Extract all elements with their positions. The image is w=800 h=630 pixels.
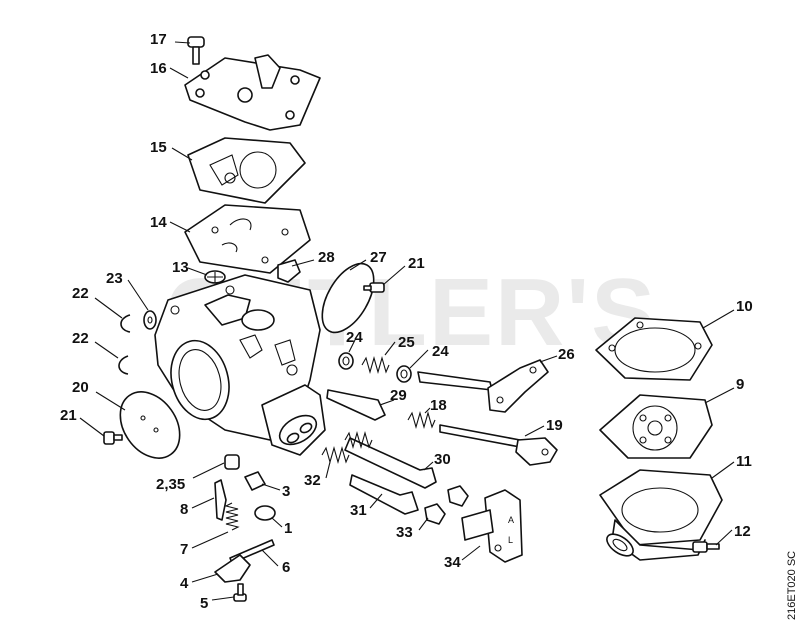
part-24-bushing-2 [396,365,412,383]
part-9-diaphragm [599,394,713,459]
callout-16: 16 [150,60,167,77]
part-13-filter-screen [204,270,226,284]
callout-9: 9 [736,376,744,393]
callout-21-left: 21 [60,407,77,424]
carburetor-body [154,274,326,456]
part-20-choke-plate [119,391,181,459]
callout-19: 19 [546,417,563,434]
lever-mark-l: L [508,535,513,545]
part-21-screw-left [103,431,123,445]
part-26-throttle-shaft [417,359,549,413]
callout-4: 4 [180,575,189,592]
callout-21-top: 21 [408,255,425,272]
part-29-choke-lever [326,389,386,421]
callout-15: 15 [150,139,167,156]
lever-mark-a: A [508,515,514,525]
part-31-adjusting-screw [349,474,419,515]
leader-lines [79,41,735,601]
part-25-spring [361,355,390,375]
callout-23: 23 [106,270,123,287]
callout-26: 26 [558,346,575,363]
callout-11: 11 [736,453,752,470]
part-23-washer [143,310,157,330]
part-22-e-clip [120,314,131,333]
callout-22-top: 22 [72,285,89,302]
part-30-adjusting-screw [344,437,437,489]
callout-2-35: 2,35 [156,476,185,493]
part-15-gasket [187,137,306,204]
callout-1: 1 [284,520,292,537]
part-33-limiter-cap-2 [424,503,446,525]
part-1-washer [254,505,276,521]
callout-34: 34 [444,554,461,571]
part-12-screw [692,541,720,553]
part-30-spring [344,430,373,450]
callout-30: 30 [434,451,451,468]
callout-31: 31 [350,502,367,519]
callout-28: 28 [318,249,335,266]
callout-6: 6 [282,559,290,576]
callout-27: 27 [370,249,387,266]
callout-33: 33 [396,524,413,541]
callout-25: 25 [398,334,415,351]
callout-18: 18 [430,397,447,414]
callout-8: 8 [180,501,188,518]
part-5-screw [233,583,247,602]
part-17-screw [187,36,205,65]
part-2-35-nozzle [224,454,240,470]
callout-20: 20 [72,379,89,396]
part-4-inlet-lever [214,554,251,583]
part-24-bushing [338,352,354,370]
callout-3: 3 [282,483,290,500]
callout-24-right: 24 [432,343,449,360]
part-14-diaphragm [184,204,311,274]
drawing-code: 216ET020 SC [786,551,798,620]
callout-29: 29 [390,387,407,404]
callout-14: 14 [150,214,167,231]
callout-13: 13 [172,259,189,276]
callout-7: 7 [180,541,188,558]
part-16-pump-cover [184,54,321,131]
part-10-gasket [595,317,713,381]
part-7-spring [224,502,240,531]
part-8-inlet-needle [214,479,227,521]
part-34-limiter-lever: L A [461,489,523,563]
callout-24-left: 24 [346,329,363,346]
part-22-e-clip-2 [118,355,129,375]
part-27-throttle-plate [321,262,375,334]
callout-labels: 17 16 15 14 13 28 27 21 23 22 22 24 25 2… [60,31,753,612]
callout-5: 5 [200,595,208,612]
callout-10: 10 [736,298,753,315]
part-21-screw [363,282,385,293]
callout-32: 32 [304,472,321,489]
callout-22-bottom: 22 [72,330,89,347]
part-19-choke-shaft [439,424,558,466]
part-32-spring [321,445,350,465]
part-18-spring [407,410,436,430]
part-33-limiter-cap [447,485,469,507]
part-11-cover [599,469,723,561]
callout-17: 17 [150,31,167,48]
part-3-valve [244,471,266,491]
callout-12: 12 [734,523,751,540]
